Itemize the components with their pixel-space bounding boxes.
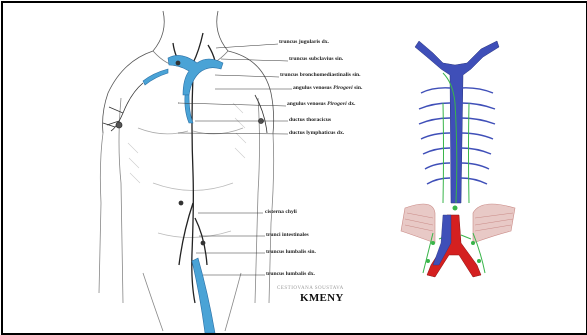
label-angulus-dx-eponym: Pirogovi [327,101,347,107]
diaphragm-right [473,204,515,243]
label-cisterna-chyli: cisterna chyli [265,209,297,216]
label-truncus-lumbalis-sin: truncus lumbalis sin. [266,249,316,256]
lymphatic-illustration [3,3,586,333]
venous-angle-left-drawing [143,55,223,333]
label-truncus-jugularis: truncus jugularis dx. [279,39,329,46]
label-angulus-dx-text: angulus venosus [287,101,326,107]
vessel-schematic [401,41,515,277]
label-truncus-subclavius: truncus subclavius sin. [289,56,343,63]
vena-cava-inferior [433,215,451,265]
faded-caption: CESTIOVANA SOUSTAVA [277,286,344,291]
label-angulus-dx-side: dx. [348,101,355,107]
label-ductus-thoracicus: ductus thoracicus [289,117,331,124]
label-angulus-sin-eponym: Pirogovi [333,85,353,91]
label-angulus-venosus-dx: angulus venosus Pirogovi dx. [287,101,355,108]
slide-caption: KMENY [300,292,344,304]
label-truncus-bronchomediastinalis: truncus bronchomediastinalis sin. [280,72,361,79]
label-angulus-venosus-sin: angulus venosus Pirogovi sin. [293,85,362,92]
label-ductus-lymphaticus: ductus lymphaticus dx. [289,130,344,137]
label-angulus-sin-text: angulus venosus [293,85,332,91]
label-angulus-sin-side: sin. [354,85,362,91]
label-leader-lines [178,44,292,275]
diaphragm-left [401,204,435,243]
label-truncus-lumbalis-dx: truncus lumbalis dx. [266,271,315,278]
label-trunci-intestinales: trunci intestinales [266,232,309,239]
